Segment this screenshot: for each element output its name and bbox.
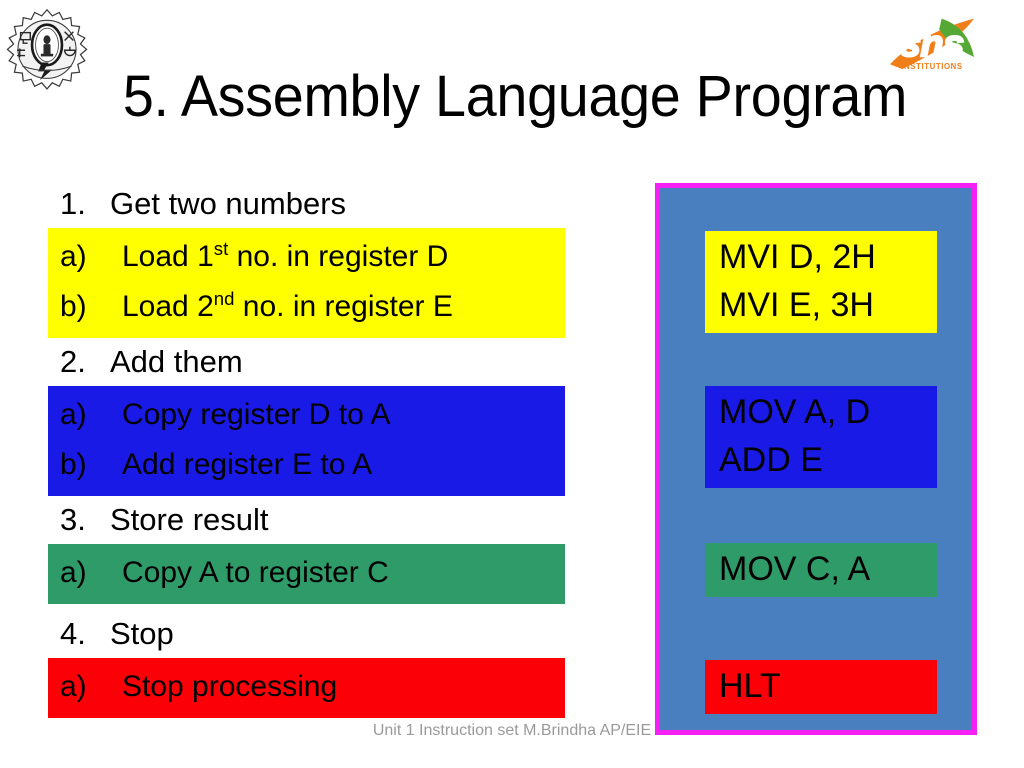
step-title: Stop xyxy=(110,616,174,651)
step-marker: 4. xyxy=(60,616,86,651)
code-line: ADD E xyxy=(719,441,823,479)
substep-item: b) Load 2nd no. in register E xyxy=(60,282,565,332)
step-marker: 1. xyxy=(60,186,86,221)
step-marker: 3. xyxy=(60,502,86,537)
code-line: MOV C, A xyxy=(719,550,871,588)
substep-marker: a) xyxy=(60,398,87,431)
substep-text: Copy A to register C xyxy=(122,556,389,589)
substep-marker: b) xyxy=(60,448,87,481)
code-line: MOV A, D xyxy=(719,393,871,431)
substep-band-yellow: a) Load 1st no. in register D b) Load 2n… xyxy=(48,228,565,338)
step-title: Store result xyxy=(110,502,269,537)
substep-marker: a) xyxy=(60,240,87,273)
assembly-code-panel: MVI D, 2H MVI E, 3H MOV A, D ADD E MOV C… xyxy=(655,183,977,735)
code-block-red: HLT xyxy=(705,660,937,714)
substep-marker: a) xyxy=(60,670,87,703)
substep-text: Copy register D to A xyxy=(122,398,391,431)
sns-logo-subtext: INSTITUTIONS xyxy=(901,62,962,71)
steps-list: 1. Get two numbers a) Load 1st no. in re… xyxy=(48,180,565,718)
ordinal-suffix: st xyxy=(213,238,229,259)
substep-text: Load 2nd no. in register E xyxy=(122,288,453,323)
code-block-green: MOV C, A xyxy=(705,543,937,597)
substep-text: Add register E to A xyxy=(122,448,373,481)
step-heading: 2. Add them xyxy=(48,338,565,386)
code-block-blue: MOV A, D ADD E xyxy=(705,386,937,488)
substep-band-green: a) Copy A to register C xyxy=(48,544,565,604)
page-title: 5. Assembly Language Program xyxy=(122,64,908,129)
substep-marker: a) xyxy=(60,556,87,589)
step-title: Add them xyxy=(110,344,243,379)
substep-band-blue: a) Copy register D to A b) Add register … xyxy=(48,386,565,496)
sns-logo-text: sns xyxy=(900,22,964,64)
substep-text: Load 1st no. in register D xyxy=(122,238,449,273)
code-line: MVI E, 3H xyxy=(719,286,874,324)
substep-text: Stop processing xyxy=(122,670,338,703)
step-marker: 2. xyxy=(60,344,86,379)
substep-marker: b) xyxy=(60,290,87,323)
step-heading: 3. Store result xyxy=(48,496,565,544)
code-line: MVI D, 2H xyxy=(719,238,876,276)
code-line: HLT xyxy=(719,667,781,705)
ordinal-suffix: nd xyxy=(213,288,235,309)
substep-item: a) Load 1st no. in register D xyxy=(60,232,565,282)
step-heading: 4. Stop xyxy=(48,610,565,658)
step-title: Get two numbers xyxy=(110,186,347,221)
code-block-yellow: MVI D, 2H MVI E, 3H xyxy=(705,231,937,333)
gear-emblem-logo xyxy=(3,8,91,96)
substep-item: a) Copy A to register C xyxy=(60,548,565,598)
sns-institutions-logo: sns INSTITUTIONS xyxy=(884,14,980,76)
slide-footer: Unit 1 Instruction set M.Brindha AP/EIE xyxy=(372,722,652,739)
substep-item: b) Add register E to A xyxy=(60,440,565,490)
step-heading: 1. Get two numbers xyxy=(48,180,565,228)
substep-band-red: a) Stop processing xyxy=(48,658,565,718)
substep-item: a) Stop processing xyxy=(60,662,565,712)
substep-item: a) Copy register D to A xyxy=(60,390,565,440)
